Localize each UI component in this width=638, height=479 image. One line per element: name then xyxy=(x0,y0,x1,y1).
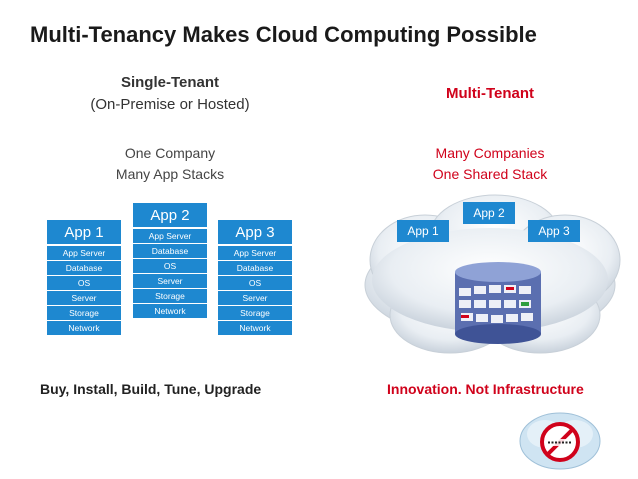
database-cylinder-icon xyxy=(455,262,541,344)
single-tenant-subheading: (On-Premise or Hosted) xyxy=(60,94,280,116)
app-stack-label: App 2 xyxy=(133,203,207,229)
stack-layer: Storage xyxy=(47,306,121,321)
stack-layer: Server xyxy=(47,291,121,306)
stack-layer: App Server xyxy=(133,229,207,244)
page-title: Multi-Tenancy Makes Cloud Computing Poss… xyxy=(30,22,537,48)
stack-layer: App Server xyxy=(218,246,292,261)
cloud-icon: App 1 App 2 App 3 xyxy=(355,190,625,360)
single-tenant-heading: Single-Tenant xyxy=(60,72,280,94)
stack-layer: Storage xyxy=(133,289,207,304)
stack-layer: Server xyxy=(218,291,292,306)
app-stack-3: App 3 App Server Database OS Server Stor… xyxy=(218,220,292,336)
multi-tenant-footer: Innovation. Not Infrastructure xyxy=(387,381,584,397)
single-tenant-line2: Many App Stacks xyxy=(70,164,270,185)
stack-layer: Server xyxy=(133,274,207,289)
no-software-logo-icon xyxy=(517,408,603,474)
stack-layer: Storage xyxy=(218,306,292,321)
stack-layer: Network xyxy=(47,321,121,336)
single-tenant-header: Single-Tenant (On-Premise or Hosted) xyxy=(60,72,280,116)
multi-tenant-heading: Multi-Tenant xyxy=(400,85,580,102)
stack-layer: OS xyxy=(133,259,207,274)
single-tenant-footer: Buy, Install, Build, Tune, Upgrade xyxy=(40,381,261,397)
stack-layer: Database xyxy=(218,261,292,276)
shared-app-label: App 2 xyxy=(473,206,505,220)
app-stack-label: App 1 xyxy=(47,220,121,246)
app-stack-1: App 1 App Server Database OS Server Stor… xyxy=(47,220,121,336)
multi-tenant-line2: One Shared Stack xyxy=(395,164,585,185)
shared-app-label: App 1 xyxy=(407,224,439,238)
single-tenant-description: One Company Many App Stacks xyxy=(70,143,270,185)
app-stack-2: App 2 App Server Database OS Server Stor… xyxy=(133,203,207,319)
stack-layer: Database xyxy=(133,244,207,259)
multi-tenant-line1: Many Companies xyxy=(395,143,585,164)
single-tenant-line1: One Company xyxy=(70,143,270,164)
stack-layer: Database xyxy=(47,261,121,276)
stack-layer: Network xyxy=(218,321,292,336)
stack-layer: OS xyxy=(47,276,121,291)
stack-layer: App Server xyxy=(47,246,121,261)
multi-tenant-description: Many Companies One Shared Stack xyxy=(395,143,585,185)
stack-layer: OS xyxy=(218,276,292,291)
stack-layer: Network xyxy=(133,304,207,319)
app-stack-label: App 3 xyxy=(218,220,292,246)
shared-app-label: App 3 xyxy=(538,224,570,238)
